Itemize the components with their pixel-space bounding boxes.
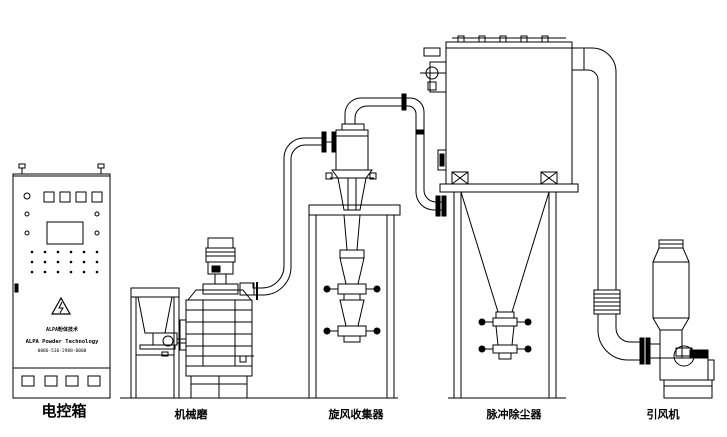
control-cabinet (13, 164, 110, 398)
nameplate-company-en: ALPA Powder Technology (25, 339, 99, 345)
pipe-dust-collector-to-fan (584, 48, 660, 364)
cyclone-collector (309, 94, 406, 398)
feeder-hopper (131, 288, 186, 398)
label-fan: 引风机 (646, 408, 680, 421)
label-mill: 机械磨 (174, 408, 208, 421)
mechanical-mill (180, 238, 254, 398)
pulse-dust-collector (420, 36, 584, 398)
label-dust-collector: 脉冲除尘器 (486, 408, 542, 421)
nameplate-phone: 0086-536-2988-0000 (37, 349, 87, 354)
pipe-cyclone-to-dust-collector (406, 98, 446, 216)
induced-draft-fan (653, 240, 714, 398)
label-cyclone: 旋风收集器 (328, 408, 384, 421)
lightning-warning-icon (52, 298, 70, 314)
label-control-cabinet: 电控箱 (41, 402, 87, 420)
pipe-mill-to-cyclone (253, 132, 336, 300)
nameplate-company-cn: ALPA粉体技术 (45, 327, 79, 333)
